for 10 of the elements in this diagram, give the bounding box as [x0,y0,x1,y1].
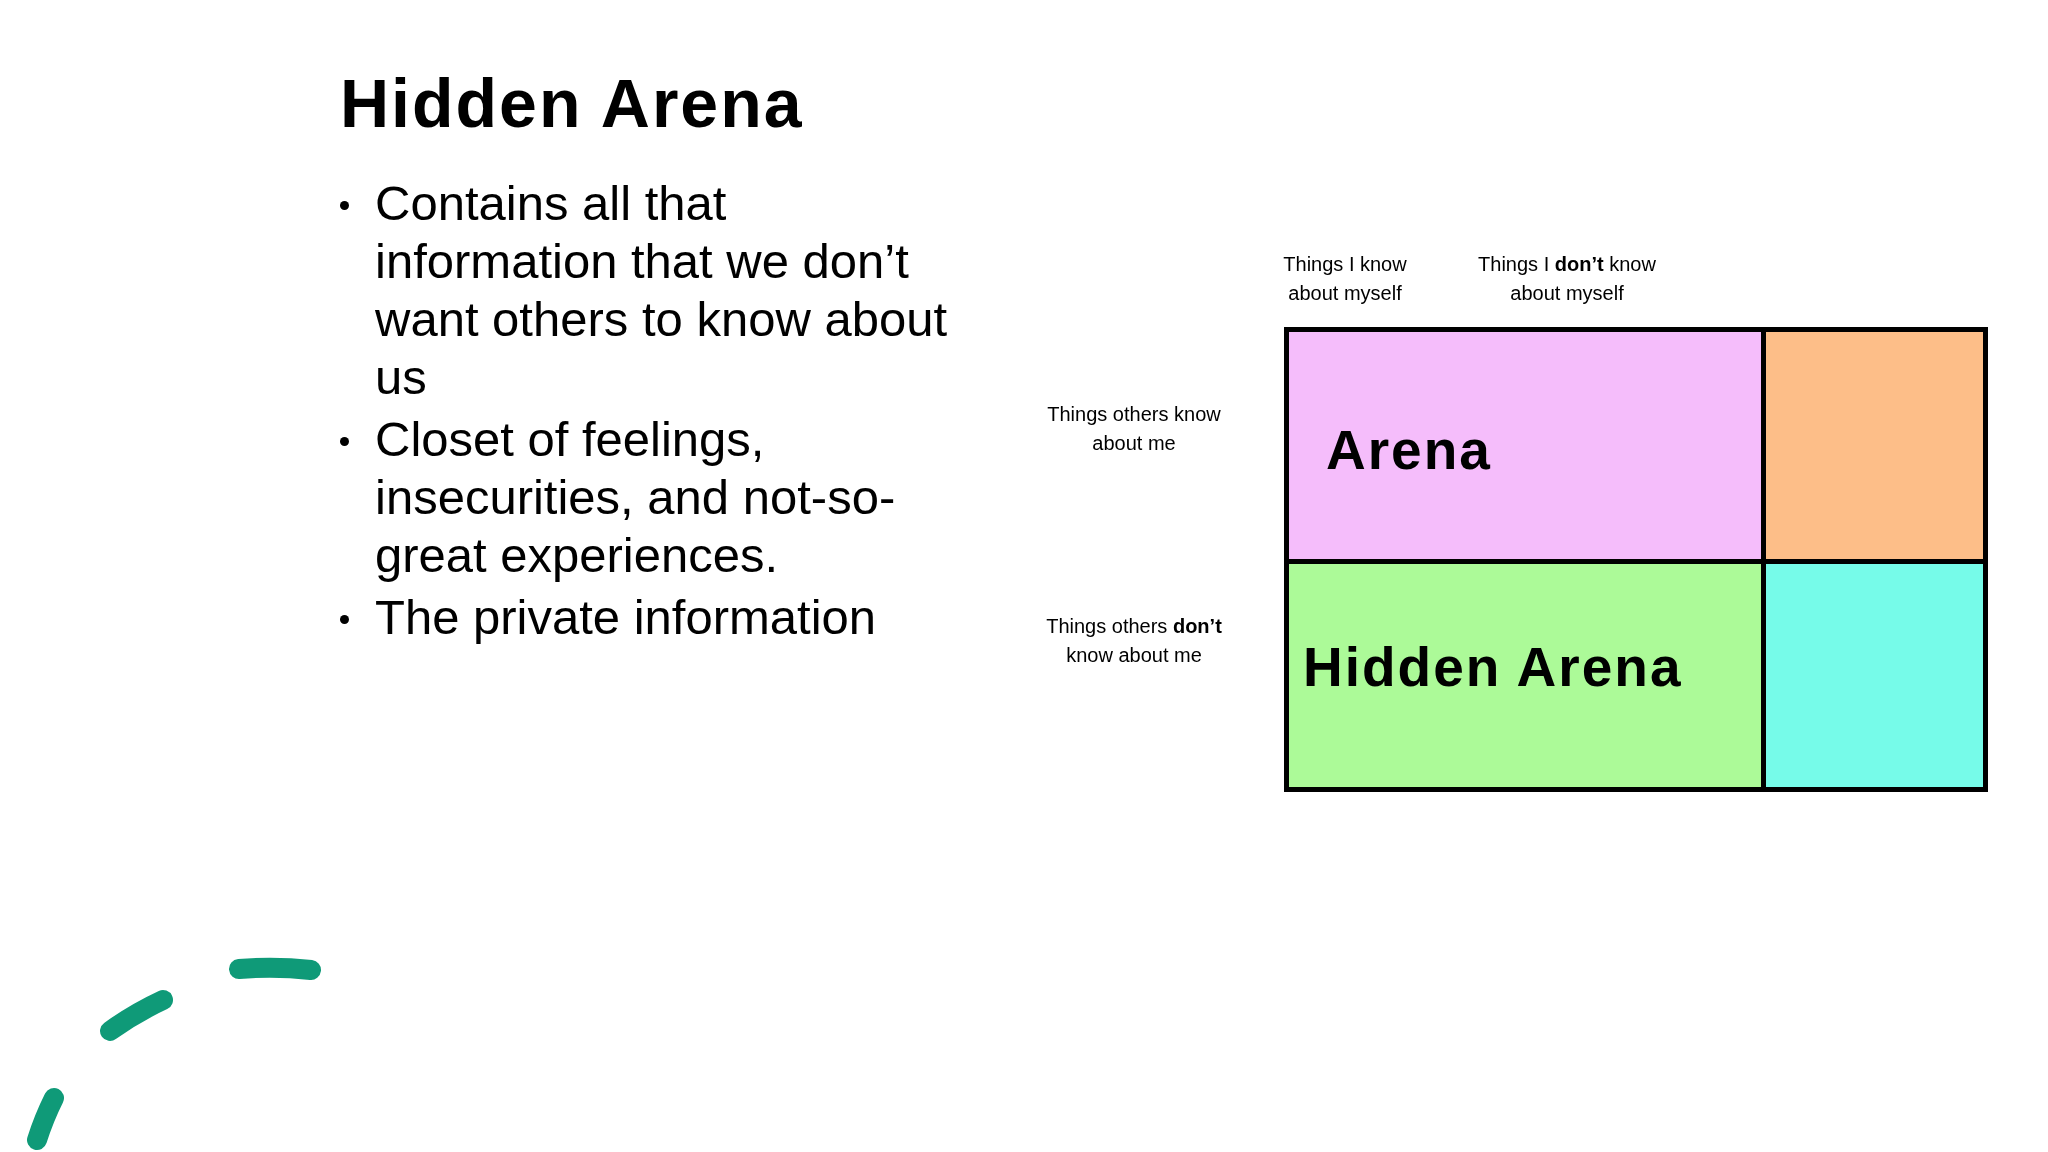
axis-heading: Things I know about myself [1282,252,1408,306]
quadrant-title: Arena [1326,418,1492,482]
axis-heading: Things others don’t know about me [1045,614,1223,668]
quadrant-title: Hidden Arena [1303,635,1683,699]
axis-heading: Things I don’t know about myself [1477,252,1657,306]
bullet-text: The private information [375,589,878,646]
slide-title: Hidden Arena [340,64,804,143]
bullet-text: Closet of feelings, insecurities, and not-so-great experiences. [375,411,897,584]
axis-heading: Things others know about me [1046,402,1222,456]
bullet-text: Contains all that information that we don’t want others to know about us [375,175,949,406]
